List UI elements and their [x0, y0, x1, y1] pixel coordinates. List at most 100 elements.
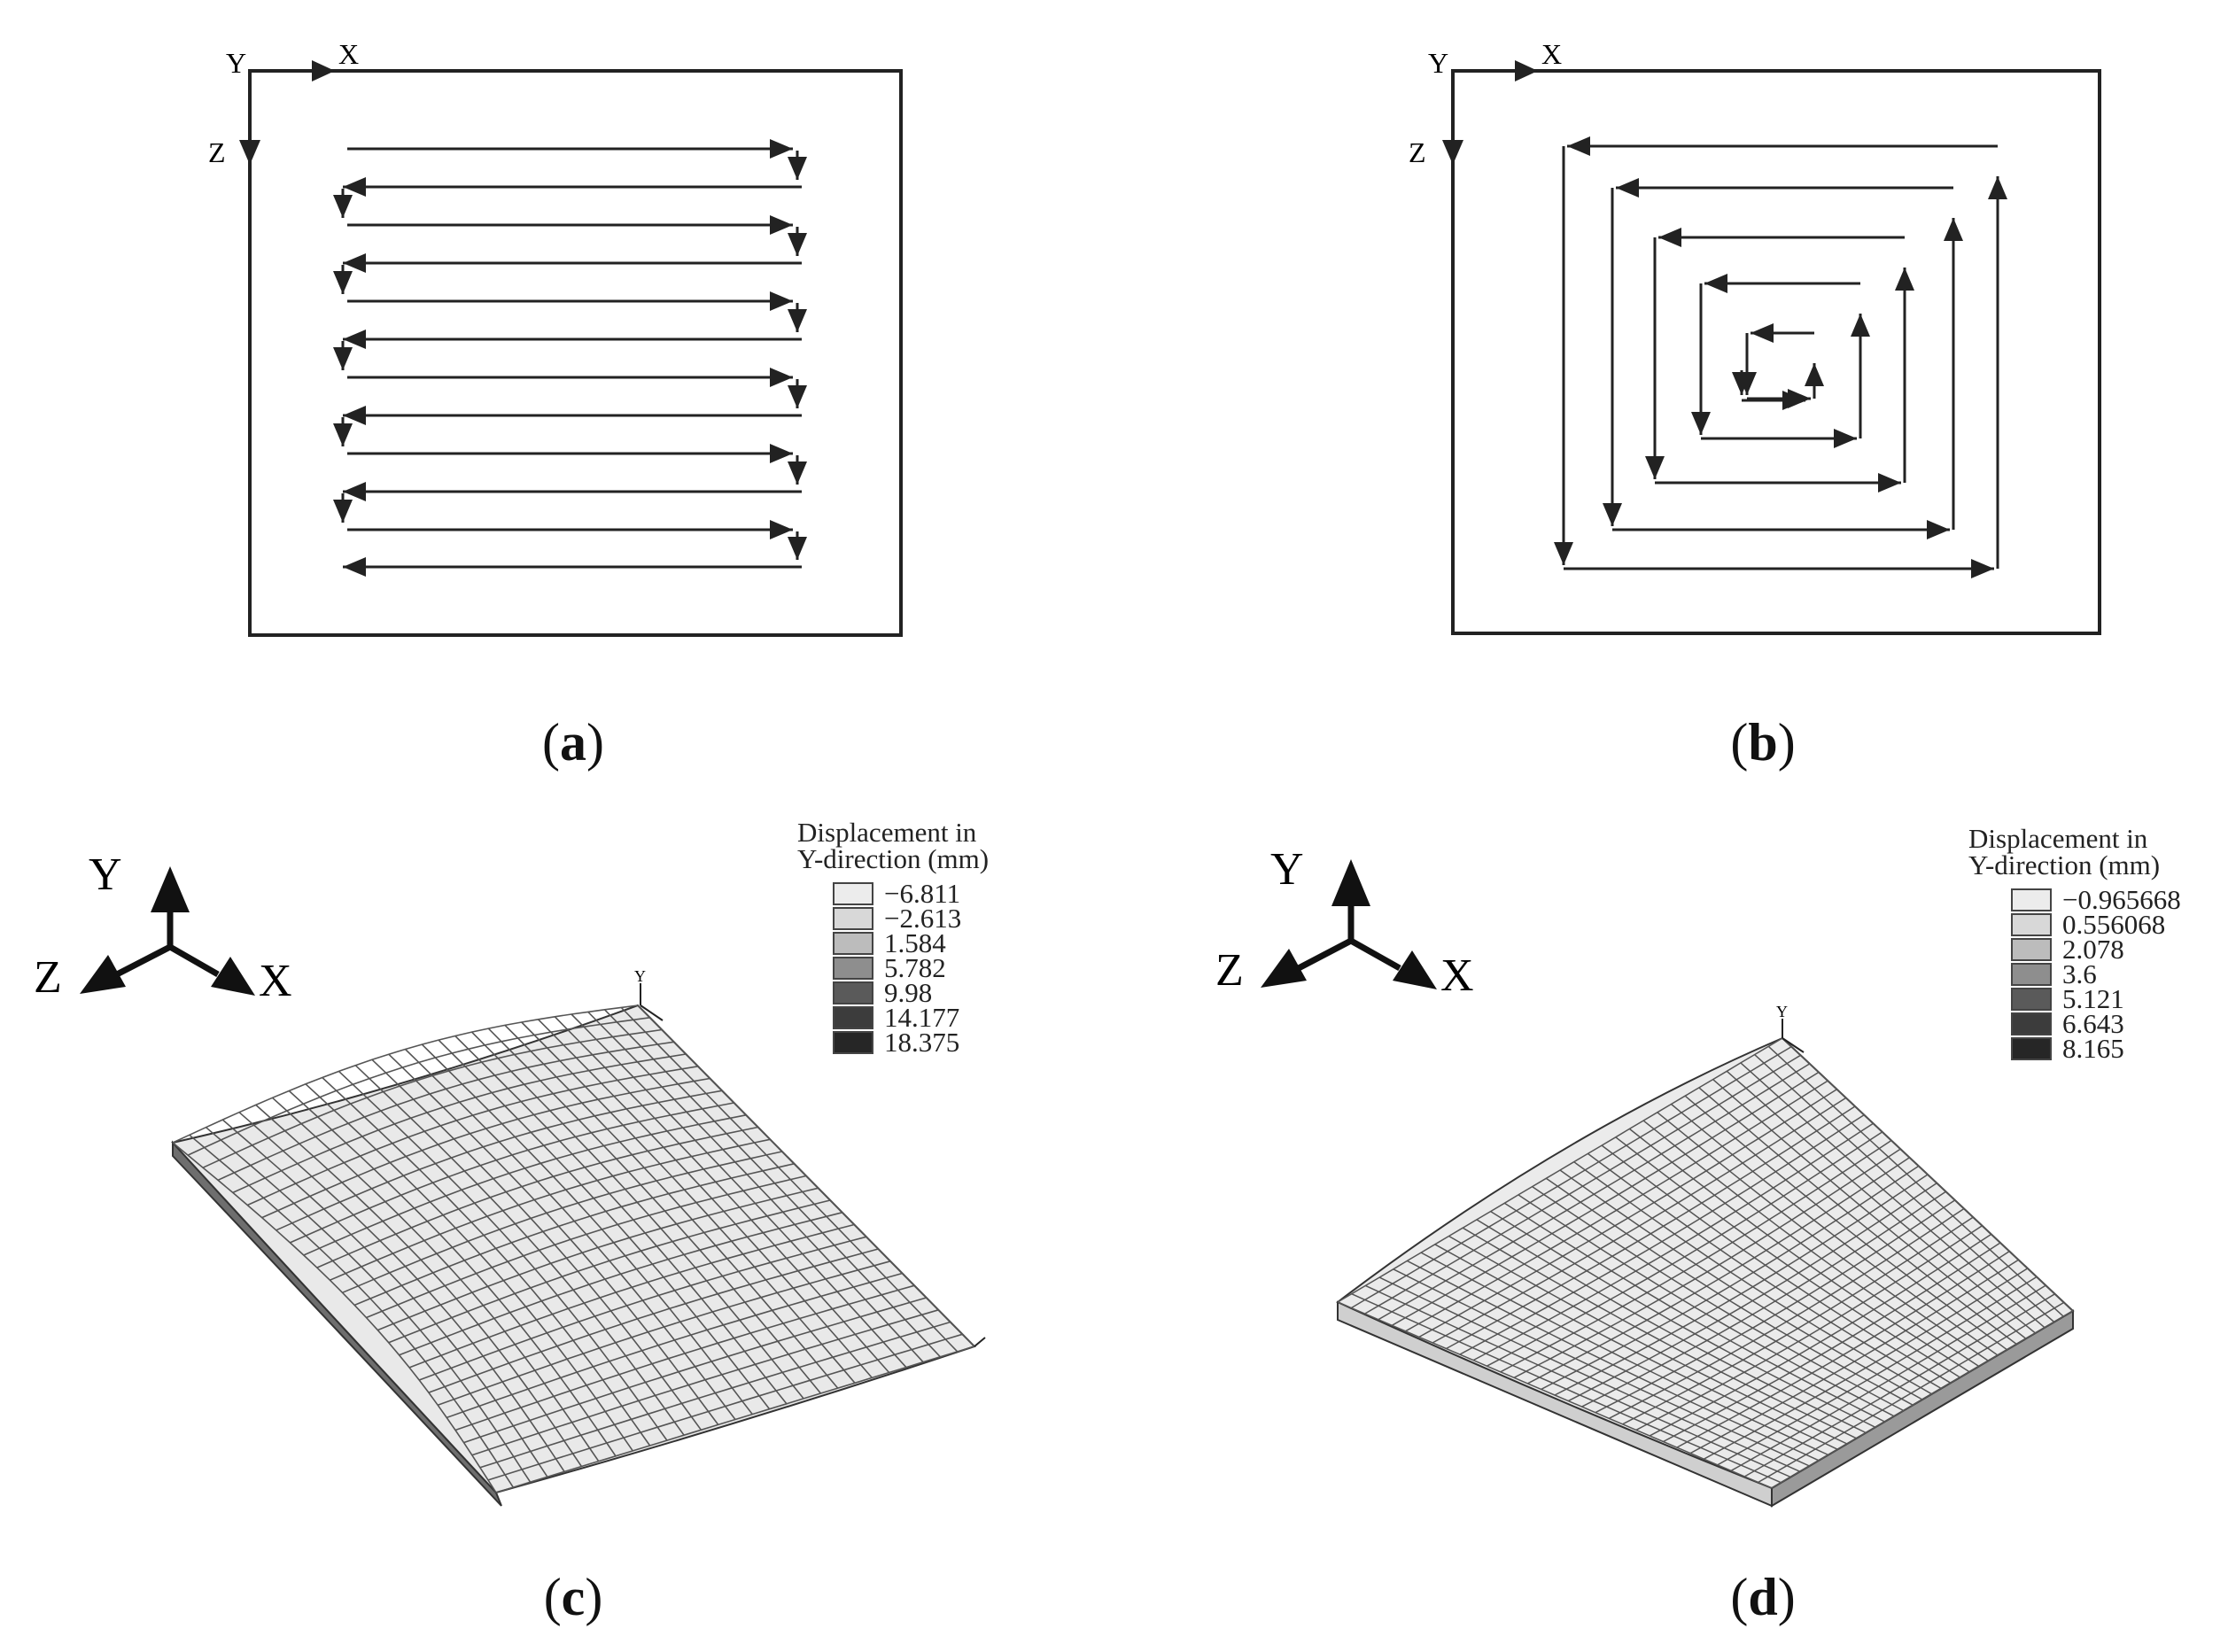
mesh-line — [1744, 1293, 2055, 1477]
mesh-line — [571, 1013, 907, 1369]
spiral-right-up-head — [1895, 268, 1914, 291]
spiral-left-down-head — [1691, 412, 1711, 435]
legend-swatch — [833, 1006, 873, 1029]
raster-step-down-head — [788, 461, 807, 485]
mesh-line — [1601, 1144, 1952, 1384]
mesh-line — [1712, 1079, 2027, 1339]
spiral-top-left-head — [1567, 136, 1590, 156]
spiral-right-up-head — [1851, 314, 1870, 337]
panel-c-legend: Displacement in Y-direction (mm) −6.811−… — [797, 818, 989, 1056]
mesh-line — [1740, 1062, 2046, 1329]
legend-swatch — [833, 882, 873, 905]
spiral-top-left-head — [1751, 323, 1774, 343]
mesh-line — [1657, 1112, 1989, 1361]
spiral-left-down-head — [1554, 542, 1573, 565]
panel-d-axis-triad — [1261, 859, 1437, 989]
mesh-line — [1567, 1182, 1937, 1402]
raster-step-down-head — [788, 537, 807, 560]
legend-entry: −0.965668 — [2011, 884, 2181, 915]
spiral-right-up-head — [1944, 218, 1963, 241]
spiral-left-down-head — [1645, 456, 1665, 479]
spiral-bottom-right-head — [1834, 429, 1857, 448]
mesh-line — [1754, 1054, 2055, 1323]
panel-d-caption: (d) — [1730, 1568, 1796, 1626]
mesh-line — [428, 1248, 879, 1393]
raster-pass-left-head — [343, 253, 366, 273]
panel-d-triad-y: Y — [1270, 844, 1304, 895]
mesh-line — [587, 1011, 924, 1363]
panel-a-axis-x: X — [338, 38, 359, 70]
legend-value: −6.811 — [884, 878, 961, 909]
legend-entry: −2.613 — [833, 903, 989, 934]
raster-pass-right-head — [770, 291, 793, 311]
legend-value: 14.177 — [884, 1002, 960, 1033]
raster-pass-left-head — [343, 330, 366, 349]
mesh-line — [1767, 1045, 2064, 1317]
mesh-line — [1704, 1268, 2029, 1460]
panel-d-legend: Displacement in Y-direction (mm) −0.9656… — [1968, 823, 2181, 1062]
panel-c-plate-surface — [171, 1004, 976, 1494]
legend-value: −0.965668 — [2062, 884, 2181, 915]
raster-step-down-head — [788, 233, 807, 256]
panel-c-triad-z: Z — [34, 952, 62, 1003]
legend-swatch — [833, 907, 873, 930]
mesh-line — [1771, 1310, 2074, 1489]
mesh-line — [1782, 1037, 2074, 1312]
mesh-line — [1671, 1103, 1999, 1356]
raster-step-down-head — [333, 423, 353, 446]
mesh-line — [366, 1175, 807, 1319]
legend-swatch — [2011, 988, 2052, 1011]
spiral-center-right-head — [1782, 391, 1805, 410]
mesh-line — [1698, 1087, 2017, 1346]
raster-pass-left-head — [343, 406, 366, 425]
panel-c-axis-triad — [80, 866, 255, 996]
panel-a-axis-y: Y — [226, 47, 246, 79]
spiral-bottom-right-head — [1927, 520, 1950, 539]
panel-b-axis-y: Y — [1428, 47, 1448, 79]
panel-b-caption: (b) — [1730, 713, 1796, 772]
panel-c-triad-x: X — [259, 956, 292, 1006]
legend-entry: 1.584 — [833, 929, 989, 957]
raster-pass-right-head — [770, 139, 793, 159]
raster-step-down-head — [788, 157, 807, 180]
spiral-top-left-head — [1704, 274, 1727, 293]
panel-b-axis-z: Z — [1409, 136, 1426, 168]
panel-d-plate-surface — [1336, 1036, 2075, 1490]
mesh-line — [620, 1006, 959, 1353]
spiral-top-left-head — [1616, 178, 1639, 198]
legend-entry: −6.811 — [833, 878, 989, 909]
panel-c-caption: (c) — [543, 1568, 603, 1626]
mesh-line — [554, 1016, 890, 1374]
panel-d-triad-x: X — [1440, 950, 1474, 1001]
legend-swatch — [2011, 1012, 2052, 1035]
mesh-line — [521, 1021, 856, 1384]
mesh-line — [470, 1031, 804, 1400]
panel-b-spiral-path: Y X Z — [1409, 38, 2101, 635]
panel-d-legend-title-2: Y-direction (mm) — [1968, 849, 2161, 880]
spiral-right-up-head — [1805, 363, 1824, 386]
legend-value: 2.078 — [2062, 934, 2124, 965]
legend-swatch — [833, 932, 873, 955]
mesh-line — [1663, 1242, 2001, 1443]
mesh-line — [1649, 1233, 1992, 1437]
legend-entry: 3.6 — [2011, 960, 2181, 988]
legend-value: 0.556068 — [2062, 909, 2166, 940]
mesh-line — [504, 1024, 839, 1389]
legend-swatch — [2011, 913, 2052, 936]
mesh-line — [1608, 1207, 1965, 1419]
panel-c-origin-marker — [640, 983, 986, 1347]
mesh-line — [438, 1039, 771, 1410]
panel-d-legend-title-1: Displacement in — [1968, 823, 2148, 854]
raster-pass-right-head — [770, 520, 793, 539]
panel-b-path-arrows — [1554, 136, 2007, 578]
raster-step-down-head — [333, 347, 353, 370]
mesh-line — [421, 1043, 753, 1415]
legend-entry: 9.98 — [833, 979, 989, 1006]
mesh-line — [388, 1199, 831, 1344]
mesh-line — [1730, 1284, 2046, 1471]
mesh-line — [487, 1028, 822, 1394]
panel-c-deformation-plot: Y Z X Y — [34, 849, 986, 1507]
panel-d-mesh-y-label: Y — [1776, 1003, 1788, 1020]
legend-value: −2.613 — [884, 903, 962, 934]
legend-entry: 18.375 — [833, 1028, 989, 1056]
